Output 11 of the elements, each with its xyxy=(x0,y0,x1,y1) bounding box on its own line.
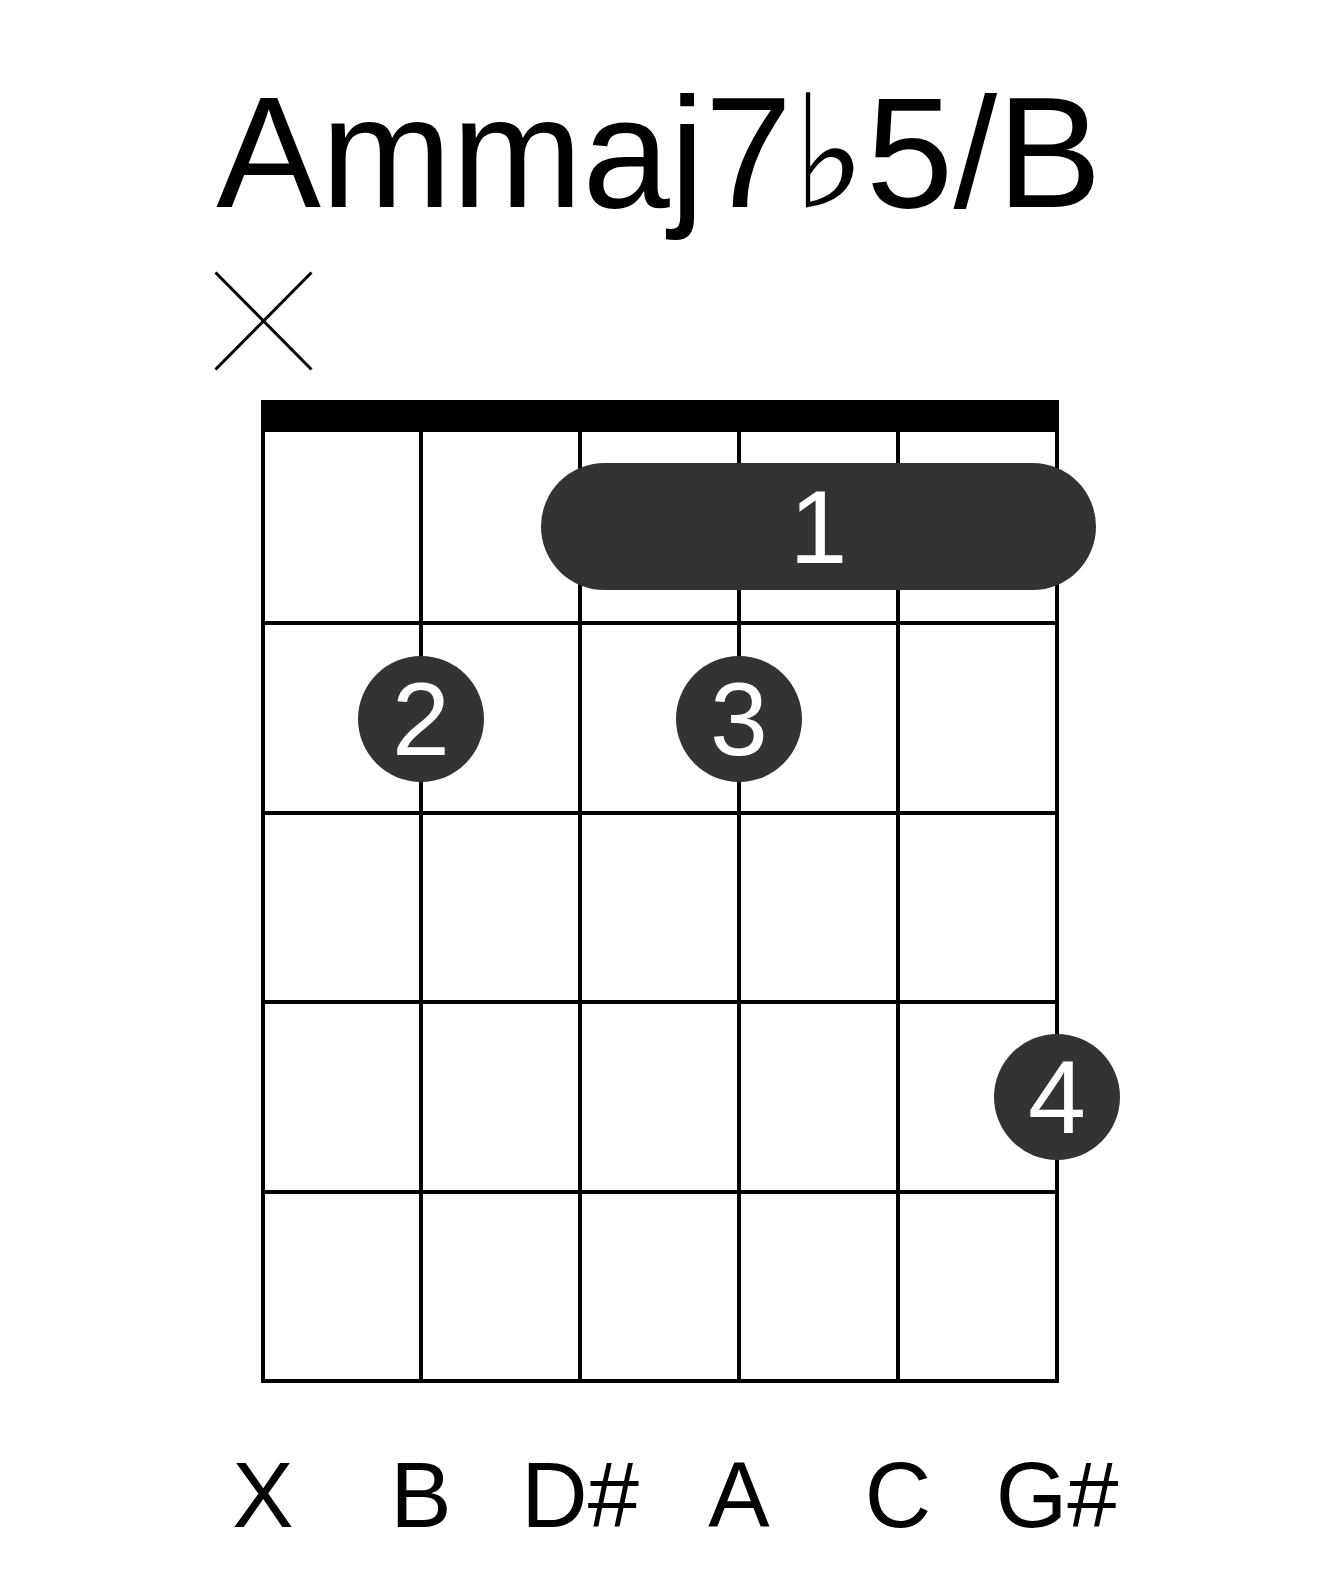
string-note-label: C xyxy=(864,1449,932,1541)
string-note-label: G# xyxy=(995,1449,1119,1541)
string-note-label: B xyxy=(390,1449,452,1541)
finger-number: 3 xyxy=(710,667,768,771)
chord-title: Ammaj7♭5/B xyxy=(216,64,1102,242)
finger-number: 1 xyxy=(789,474,848,579)
string-note-label: X xyxy=(232,1449,294,1541)
finger-number: 4 xyxy=(1028,1045,1086,1149)
finger-number: 2 xyxy=(392,667,450,771)
string-note-label: A xyxy=(708,1449,770,1541)
string-note-label: D# xyxy=(521,1449,639,1541)
